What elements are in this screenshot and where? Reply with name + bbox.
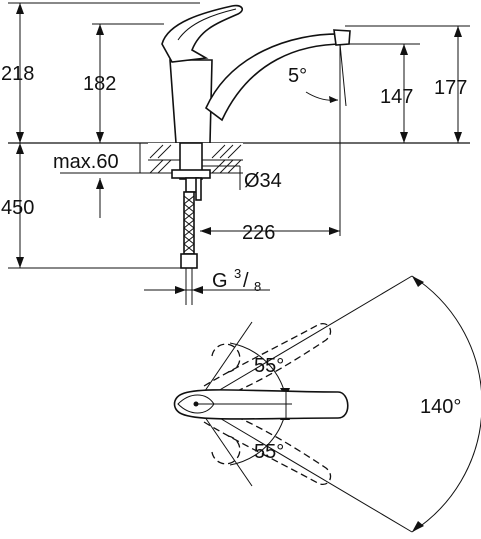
lever-position-upper	[203, 323, 332, 401]
dim-thread-numerator: 3	[234, 266, 241, 281]
dim-swivel-angle: 140°	[420, 396, 461, 418]
lever-position-lower	[203, 407, 332, 485]
swivel-arrow-lower	[412, 521, 424, 532]
dim-outlet-height: 177	[434, 77, 467, 99]
threaded-rod	[195, 177, 202, 201]
dim-lever-down-angle: 55°	[254, 441, 284, 463]
dim-hose-length: 450	[1, 197, 34, 219]
dim-body-height: 182	[83, 73, 116, 95]
hose-connector	[180, 253, 198, 269]
swivel-arrow-upper	[412, 276, 424, 287]
hose-braid	[183, 195, 195, 253]
dim-thread-denominator: 8	[254, 279, 261, 294]
faucet-lever	[161, 4, 244, 63]
dim-thread-slash: /	[243, 270, 249, 292]
dim-spout-reach: 226	[242, 222, 275, 244]
fixing-nut	[171, 169, 211, 179]
dim-hole-diameter: Ø34	[244, 170, 282, 192]
lever-detail	[177, 8, 237, 41]
swivel-arc	[411, 275, 481, 533]
dim-deck-thickness: max.60	[53, 151, 119, 173]
faucet-spout	[205, 33, 345, 122]
faucet-body	[169, 59, 213, 144]
dim-spout-height: 147	[380, 86, 413, 108]
dim-thread-prefix: G	[212, 270, 228, 292]
dim-spout-angle: 5°	[288, 65, 307, 87]
swivel-ray-lower	[195, 403, 413, 533]
side-view: 218 182 5° 147 177 max.60 Ø34 450	[1, 2, 470, 305]
swivel-ray-upper	[195, 275, 413, 405]
spout-angle-arrow	[329, 96, 338, 103]
spout-outlet	[333, 29, 351, 46]
dim-total-height: 218	[1, 63, 34, 85]
dim-lever-up-angle: 55°	[254, 355, 284, 377]
top-view: 140° 55° 55°	[173, 275, 481, 533]
spout-angle-reference-line	[339, 43, 347, 107]
